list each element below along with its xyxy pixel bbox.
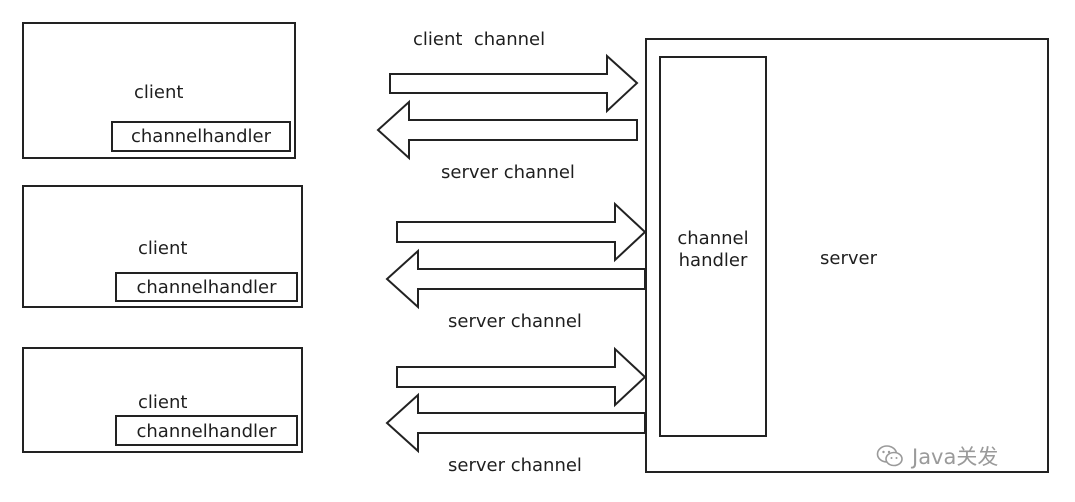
client-label: client [134, 82, 184, 103]
client-channelhandler-label: channelhandler [131, 126, 271, 147]
server-channelhandler-box: channel handler [659, 56, 767, 437]
client-label: client [138, 238, 188, 259]
client-box-1: client channelhandler [22, 22, 296, 159]
server-to-client-arrow-1 [376, 99, 638, 161]
watermark-text: Java关发 [912, 445, 999, 469]
client-channelhandler-label: channelhandler [136, 277, 277, 298]
client-to-server-arrow-2 [396, 201, 647, 263]
server-channel-label-3: server channel [448, 455, 582, 476]
wechat-icon [876, 445, 903, 467]
watermark: Java关发 [876, 441, 998, 471]
server-channel-label-2: server channel [448, 311, 582, 332]
server-channelhandler-line2: handler [678, 250, 748, 271]
client-label: client [138, 392, 188, 413]
client-channel-label: client channel [413, 29, 546, 50]
client-channelhandler-box: channelhandler [115, 415, 298, 446]
server-channel-label-1: server channel [441, 162, 575, 183]
client-channelhandler-box: channelhandler [115, 272, 298, 302]
server-to-client-arrow-3 [385, 392, 646, 454]
client-box-3: client channelhandler [22, 347, 303, 453]
client-to-server-arrow-1 [389, 53, 639, 114]
server-label: server [820, 248, 877, 269]
client-channelhandler-box: channelhandler [111, 121, 291, 152]
client-channelhandler-label: channelhandler [136, 421, 277, 442]
client-to-server-arrow-3 [396, 346, 647, 408]
server-channelhandler-line1: channel [677, 228, 749, 249]
server-to-client-arrow-2 [385, 248, 646, 310]
client-box-2: client channelhandler [22, 185, 303, 308]
